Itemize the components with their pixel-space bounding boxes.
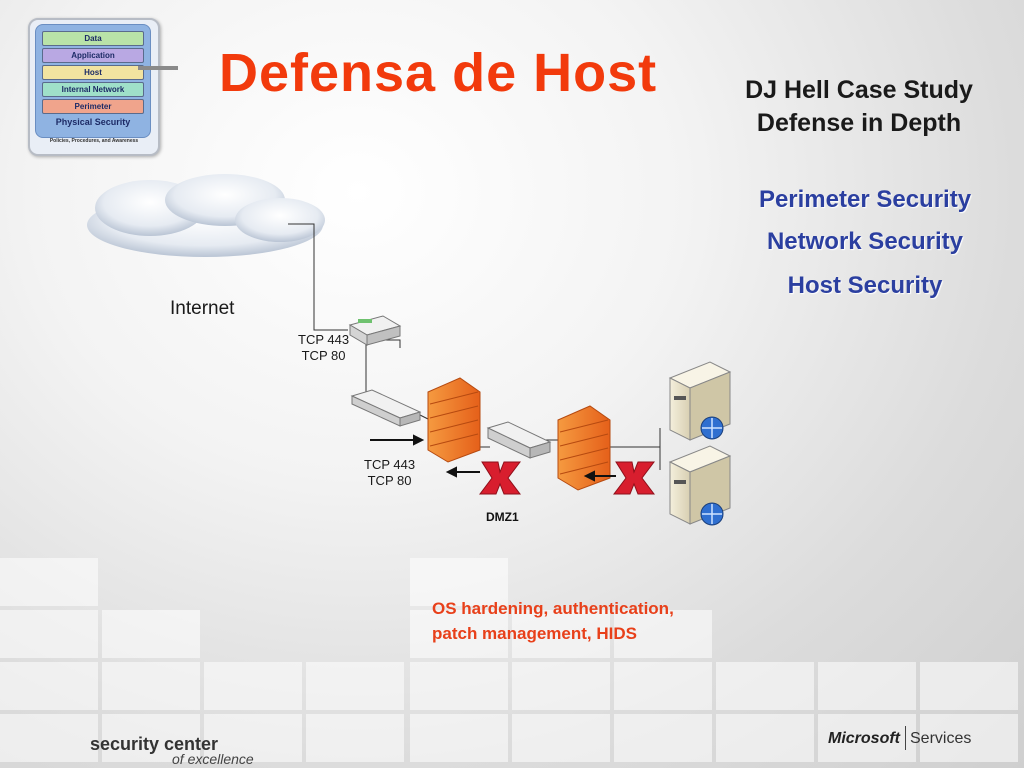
internet-cloud-icon	[87, 174, 325, 257]
internet-label: Internet	[170, 298, 235, 319]
security-center-tagline: of excellence	[172, 751, 254, 767]
firewall-icon-inner	[557, 405, 611, 491]
microsoft-logo: Microsoft	[828, 730, 900, 747]
layer-host: Host	[42, 65, 144, 80]
layer-connector-line	[138, 66, 178, 70]
host-defense-note: OS hardening, authentication, patch mana…	[432, 596, 682, 646]
page-title: Defensa de Host	[219, 43, 658, 103]
traffic-arrows	[370, 434, 616, 482]
router-icon	[348, 315, 402, 346]
server-icon-bottom	[668, 445, 732, 526]
network-security-label: Network Security	[766, 228, 964, 255]
blocked-x-icon-inner	[613, 461, 655, 495]
layer-policies-footer: Policies, Procedures, and Awareness	[49, 138, 139, 144]
layer-data: Data	[42, 31, 144, 46]
layer-application: Application	[42, 48, 144, 63]
ports-label-bottom: TCP 443 TCP 80	[364, 457, 415, 489]
case-study-line-2: Defense in Depth	[756, 109, 962, 137]
port-tcp-80-top: TCP 80	[301, 348, 346, 363]
floor-tiles	[0, 540, 1024, 768]
server-icon-top	[668, 361, 732, 441]
note-line-1: OS hardening, authentication,	[432, 599, 674, 618]
host-security-label: Host Security	[787, 272, 943, 299]
case-study-line-1: DJ Hell Case Study	[745, 76, 973, 104]
port-tcp-443-bottom: TCP 443	[364, 457, 416, 472]
security-center-logo: security center	[90, 734, 219, 754]
port-tcp-80-bottom: TCP 80	[367, 473, 412, 488]
defense-layers-panel: Data Application Host Internal Network P…	[35, 24, 151, 138]
note-line-2: patch management, HIDS	[432, 624, 637, 643]
switch-icon-dmz	[486, 421, 552, 459]
case-study-heading: DJ Hell Case Study Defense in Depth	[728, 74, 990, 140]
switch-icon-outer	[350, 389, 422, 427]
perimeter-security-label: Perimeter Security	[758, 186, 972, 213]
layer-perimeter: Perimeter	[42, 99, 144, 114]
defense-in-depth-diagram: Data Application Host Internal Network P…	[28, 18, 160, 156]
blocked-x-icon-outer	[479, 461, 521, 495]
dmz-label: DMZ1	[486, 510, 519, 524]
services-label: Services	[910, 730, 972, 747]
brand-divider	[905, 726, 906, 750]
ports-label-top: TCP 443 TCP 80	[298, 332, 349, 364]
layer-physical-security: Physical Security	[55, 117, 131, 127]
layer-internal-network: Internal Network	[42, 82, 144, 97]
firewall-icon-outer	[427, 377, 481, 463]
port-tcp-443-top: TCP 443	[298, 332, 350, 347]
